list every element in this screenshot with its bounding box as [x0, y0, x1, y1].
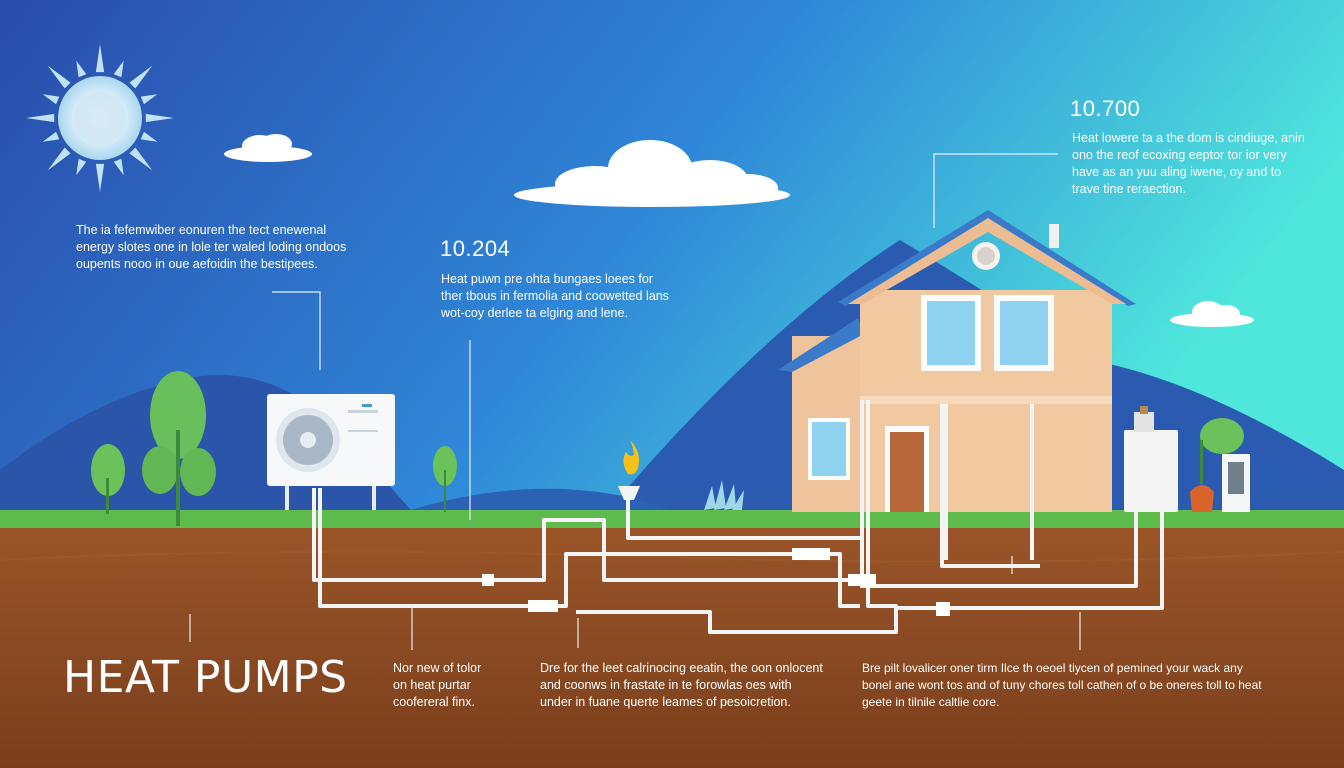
ground-note-line: under in fuane querte leames of pesoicre… — [540, 695, 791, 709]
sun-icon — [26, 44, 174, 192]
ground-note-line: and coonws in frastate in te forowlas oe… — [540, 678, 792, 692]
ground-note-line: Nor new of tolor — [393, 661, 482, 675]
ground-note-line: on heat purtar — [393, 678, 471, 692]
callout-right-line: trave tine reraection. — [1072, 182, 1186, 196]
sun-ray — [26, 113, 55, 123]
ground-note-line: bonel ane wont tos and of tuny chores to… — [862, 678, 1262, 692]
callout-leaders — [189, 153, 1081, 650]
pipe-network — [312, 400, 1164, 634]
callout-middle-line: wot-coy derlee ta elging and lene. — [441, 306, 628, 320]
callout-right-line: ono the reof ecoxing eeptor tor ior very — [1072, 148, 1287, 162]
plant-icon — [1190, 418, 1244, 512]
callout-middle-text: Heat puwn pre ohta bungaes loees for the… — [441, 271, 669, 322]
callout-left-text: The ia fefemwiber eonuren the tect enewe… — [76, 222, 346, 273]
sun-ray — [76, 158, 87, 176]
ground-note-line: Dre for the leet calrinocing eeatin, the… — [540, 661, 823, 675]
sun-ray — [42, 131, 60, 142]
sun-ray — [113, 60, 124, 78]
cloud-icon — [1170, 301, 1254, 327]
sun-ray — [129, 147, 153, 171]
callout-left-line: The ia fefemwiber eonuren the tect enewe… — [76, 223, 327, 237]
tree-icon — [142, 371, 216, 526]
soil — [0, 528, 1344, 768]
sun-ray — [76, 60, 87, 78]
sun-ray — [47, 65, 71, 89]
sun-ray — [113, 158, 124, 176]
callout-right-line: Heat lowere ta a the dom is cindiuge, an… — [1072, 131, 1305, 145]
grass-strip — [0, 510, 1344, 530]
tree-icon — [433, 446, 457, 512]
ground-note-third: Bre pilt lovalicer oner tirm Ilce th oeo… — [862, 660, 1262, 711]
page-title: HEAT PUMPS — [63, 652, 348, 703]
sun-ray — [47, 147, 71, 171]
sun-ray — [95, 44, 105, 73]
ground-note-first: Nor new of tolor on heat purtar cooferer… — [393, 660, 481, 711]
sun-ray — [145, 113, 174, 123]
flame-icon — [618, 440, 640, 500]
house-icon — [778, 210, 1136, 512]
bush-icon — [704, 480, 744, 510]
callout-right-text: Heat lowere ta a the dom is cindiuge, an… — [1072, 130, 1305, 198]
ground-note-second: Dre for the leet calrinocing eeatin, the… — [540, 660, 823, 711]
sun-ray — [129, 65, 153, 89]
callout-left-line: energy slotes one in lole ter waled lodi… — [76, 240, 347, 254]
sun-ray — [95, 163, 105, 192]
tree-icon — [91, 444, 125, 514]
sun-ray — [140, 131, 158, 142]
callout-right-line: have as an yuu aling iwene, oy and to — [1072, 165, 1282, 179]
callout-middle-line: Heat puwn pre ohta bungaes loees for — [441, 272, 653, 286]
callout-left-line: oupents nooo in oue aefoidin the bestipe… — [76, 257, 318, 271]
boiler-icon — [1124, 406, 1250, 512]
ground-note-line: coofereral finx. — [393, 695, 475, 709]
callout-right-stat: 10.700 — [1070, 96, 1141, 121]
pipe-fittings — [482, 548, 950, 616]
ground-note-line: geete in tilnile caltlie core. — [862, 695, 1000, 709]
sun-ray — [42, 94, 60, 105]
ground-note-line: Bre pilt lovalicer oner tirm Ilce th oeo… — [862, 661, 1243, 675]
cloud-icon — [224, 134, 312, 162]
sun-ray — [140, 94, 158, 105]
outdoor-unit-icon — [267, 394, 395, 510]
cloud-icon — [514, 140, 790, 207]
callout-middle-line: ther tbous in fermolia and coowetted lan… — [441, 289, 669, 303]
callout-middle-stat: 10.204 — [440, 236, 511, 261]
